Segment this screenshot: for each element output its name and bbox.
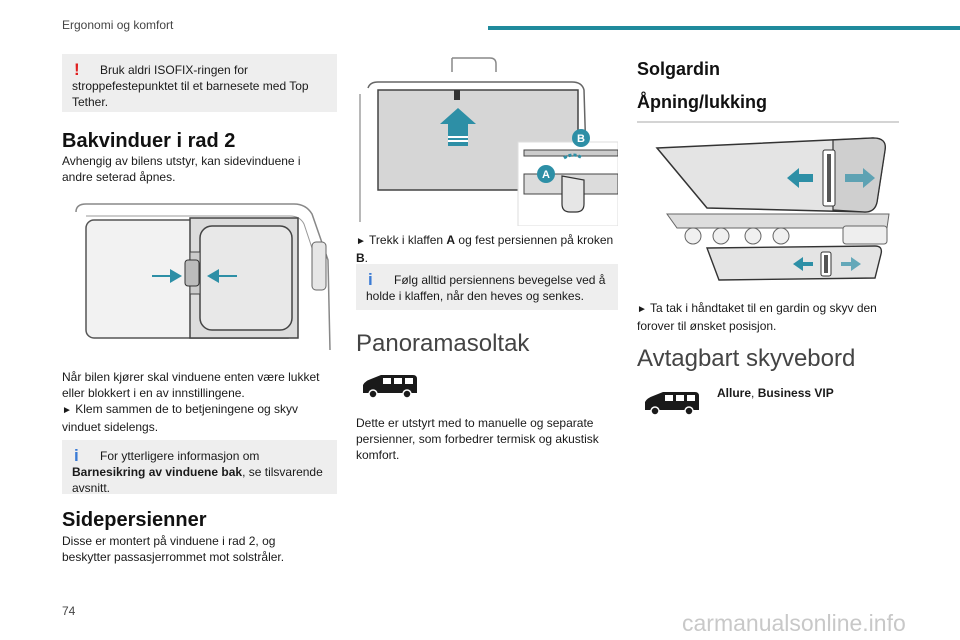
- version-allure: Allure: [717, 386, 752, 400]
- info-bold-reference: Barnesikring av vinduene bak: [72, 465, 243, 479]
- car-icon: [645, 392, 699, 416]
- rear-windows-body-2: ► Klem sammen de to betjeningene og skyv…: [62, 401, 337, 435]
- version-list: Allure, Business VIP: [717, 385, 834, 401]
- rear-window-illustration: [75, 203, 331, 351]
- bullet-arrow: ►: [637, 304, 647, 315]
- info-box-child-lock-text: For ytterligere informasjon om Barnesikr…: [72, 448, 327, 496]
- info-prefix: For ytterligere informasjon om: [100, 449, 260, 463]
- version-separator: ,: [751, 386, 758, 400]
- sun-blind-instruction: ► Ta tak i håndtaket til en gardin og sk…: [637, 300, 899, 334]
- info-box-blind: i Følg alltid persiennens bevegelse ved …: [356, 264, 618, 310]
- bullet-arrow: ►: [62, 405, 72, 416]
- figure-label-b: B: [577, 133, 585, 145]
- car-icon: [363, 375, 417, 399]
- version-business-vip: Business VIP: [757, 386, 834, 400]
- removable-table-heading: Avtagbart skyvebord: [637, 345, 856, 372]
- rear-windows-heading: Bakvinduer i rad 2: [62, 130, 236, 152]
- info-box-child-lock: i For ytterligere informasjon om Barnesi…: [62, 440, 337, 496]
- rear-windows-body-1: Når bilen kjører skal vinduene enten vær…: [62, 370, 320, 400]
- watermark: carmanualsonline.info: [682, 610, 906, 636]
- info-icon: i: [74, 446, 79, 465]
- instruction-prefix: Trekk i klaffen: [369, 233, 444, 247]
- instruction-mid: og fest persiennen på kroken: [458, 233, 614, 247]
- sunroof-blind-illustration: [637, 121, 899, 281]
- warning-box: ! Bruk aldri ISOFIX-ringen for stroppefe…: [62, 54, 337, 112]
- page-number: 74: [62, 604, 76, 618]
- panorama-text: Dette er utstyrt med to manuelle og sepa…: [356, 416, 599, 462]
- open-close-heading: Åpning/lukking: [637, 92, 767, 112]
- rear-windows-body-2-text: Klem sammen de to betjeningene og skyv v…: [62, 402, 299, 434]
- panorama-heading: Panoramasoltak: [356, 330, 530, 357]
- label-b: B: [356, 251, 365, 265]
- warning-icon: !: [74, 60, 80, 79]
- bullet-arrow: ►: [356, 236, 366, 247]
- info-icon: i: [368, 270, 373, 289]
- label-a: A: [446, 233, 456, 247]
- side-blinds-text: Disse er montert på vinduene i rad 2, og…: [62, 534, 285, 564]
- instruction-period: .: [364, 251, 369, 265]
- side-blinds-heading: Sidepersienner: [62, 509, 207, 531]
- warning-text: Bruk aldri ISOFIX-ringen for stroppefest…: [72, 63, 309, 109]
- info-suffix: , se tilsvarende avsnitt.: [72, 465, 323, 495]
- header-accent-bar: [488, 26, 960, 30]
- rear-windows-intro: Avhengig av bilens utstyr, kan sidevindu…: [62, 154, 301, 184]
- info-box-blind-text: Følg alltid persiennens bevegelse ved å …: [366, 273, 606, 303]
- pull-flap-instruction: ► Trekk i klaffen A og fest persiennen p…: [356, 232, 618, 266]
- sun-blind-instruction-text: Ta tak i håndtaket til en gardin og skyv…: [637, 301, 877, 333]
- section-title: Ergonomi og komfort: [62, 18, 174, 32]
- side-blind-illustration: B A: [359, 57, 618, 226]
- sun-blind-heading: Solgardin: [637, 59, 721, 79]
- figure-label-a: A: [542, 169, 550, 181]
